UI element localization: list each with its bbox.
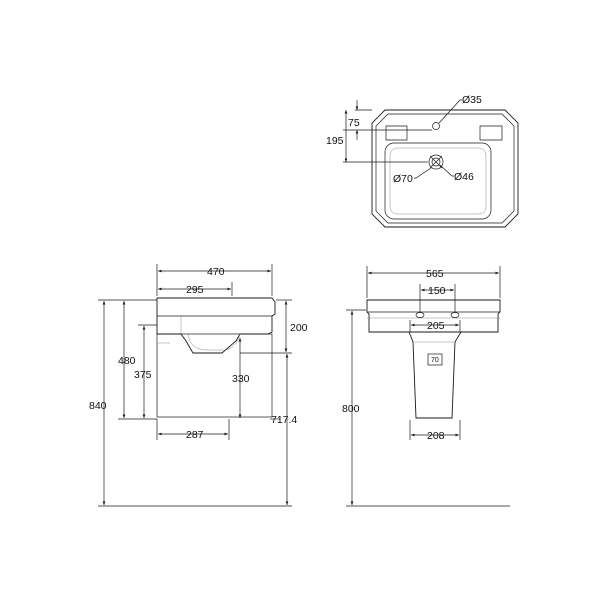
dim-waste-outlet-label: Ø70 (393, 173, 413, 185)
dim-basin-height-label: 480 (118, 355, 136, 367)
side-view: 470 295 200 480 375 330 840 717.4 (89, 264, 308, 507)
plan-tap-deck-right (479, 125, 503, 141)
front-pedestal (408, 331, 462, 419)
dim-tap-hole-label: Ø35 (462, 94, 482, 106)
front-tap-hole-left (415, 312, 425, 318)
plan-waste-outer (428, 154, 444, 170)
front-basin-outline (366, 299, 501, 333)
front-view: 70 565 150 205 800 208 (342, 266, 510, 507)
dim-bracket-height-label: 375 (134, 369, 152, 381)
plan-basin-inner-rim (375, 113, 515, 224)
front-tap-hole-right (450, 312, 460, 318)
dim-tap-offset-label: 75 (348, 117, 360, 129)
dim-rim-to-waste-label: 200 (290, 322, 308, 334)
plan-bowl-inner (389, 147, 487, 215)
dim-bowl-depth-label: 295 (186, 284, 204, 296)
dim-bowl-width-label: 205 (427, 320, 445, 332)
dim-overall-depth-label: 470 (207, 266, 225, 278)
leader-tap-hole (438, 99, 462, 124)
dim-waste-floor-label: 717.4 (271, 414, 297, 426)
side-bowl-curve (187, 333, 241, 351)
plan-waste-inner (431, 157, 441, 167)
dim-overall-width-label: 565 (426, 268, 444, 280)
leader-waste-inner (439, 164, 454, 177)
side-basin-outline (156, 297, 276, 354)
front-pedestal-slot (427, 353, 443, 366)
plan-basin-outline (371, 109, 519, 228)
dim-tap-centres-label: 150 (428, 285, 446, 297)
side-support (156, 333, 273, 418)
dim-waste-inner-label: Ø46 (454, 171, 474, 183)
dim-pedestal-slot-label: 70 (431, 357, 439, 364)
plan-tap-deck-left (385, 125, 408, 141)
plan-waste-cross-b (429, 155, 443, 169)
plan-bowl (384, 142, 492, 220)
dim-pedestal-height-label: 800 (342, 403, 360, 415)
dim-base-depth-label: 287 (186, 429, 204, 441)
dim-total-height-label: 840 (89, 400, 107, 412)
leader-waste-outer (414, 167, 432, 179)
dim-pedestal-base-label: 208 (427, 430, 445, 442)
dim-waste-height-label: 330 (232, 373, 250, 385)
dim-waste-offset-label: 195 (326, 135, 344, 147)
plan-view: 75 195 Ø35 Ø70 Ø46 (326, 94, 519, 228)
plan-tap-hole (432, 122, 440, 130)
